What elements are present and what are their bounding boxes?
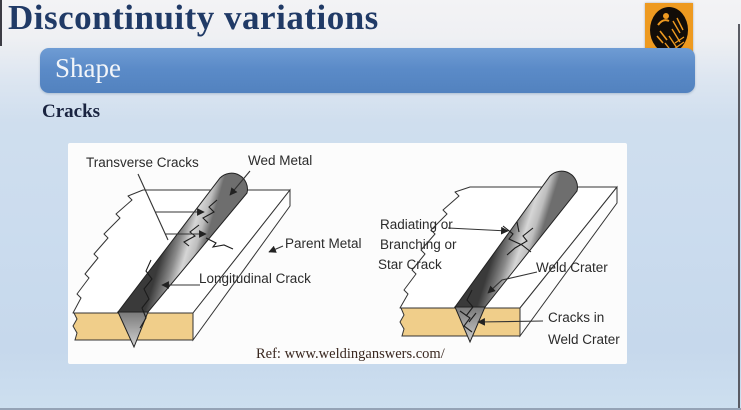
label-branching-or: Branching or <box>380 237 457 252</box>
right-weld-diagram <box>399 170 618 344</box>
diagram-panel: Transverse Cracks Wed Metal Parent Metal… <box>68 143 627 364</box>
page-title: Discontinuity variations <box>8 0 379 37</box>
section-banner-label: Shape <box>55 53 121 83</box>
label-parent-metal: Parent Metal <box>285 236 362 251</box>
label-weld-metal: Wed Metal <box>248 153 313 168</box>
reference-text: Ref: www.weldinganswers.com/ <box>256 346 445 362</box>
screen-edge-right <box>738 24 740 410</box>
left-weld-diagram <box>72 170 291 349</box>
label-weld-crater: Weld Crater <box>536 260 608 275</box>
label-radiating-or: Radiating or <box>380 217 453 232</box>
section-banner: Shape <box>40 48 695 93</box>
screen-edge-bottom <box>0 408 741 410</box>
label-star-crack: Star Crack <box>378 257 442 272</box>
screen-edge-left <box>0 0 2 46</box>
label-cracks-in: Cracks in <box>548 310 605 325</box>
label-transverse-cracks: Transverse Cracks <box>86 155 199 170</box>
label-longitudinal-crack: Longitudinal Crack <box>199 271 311 286</box>
label-cracks-in-weld-crater: Weld Crater <box>548 332 620 347</box>
cracks-heading: Cracks <box>42 101 101 122</box>
